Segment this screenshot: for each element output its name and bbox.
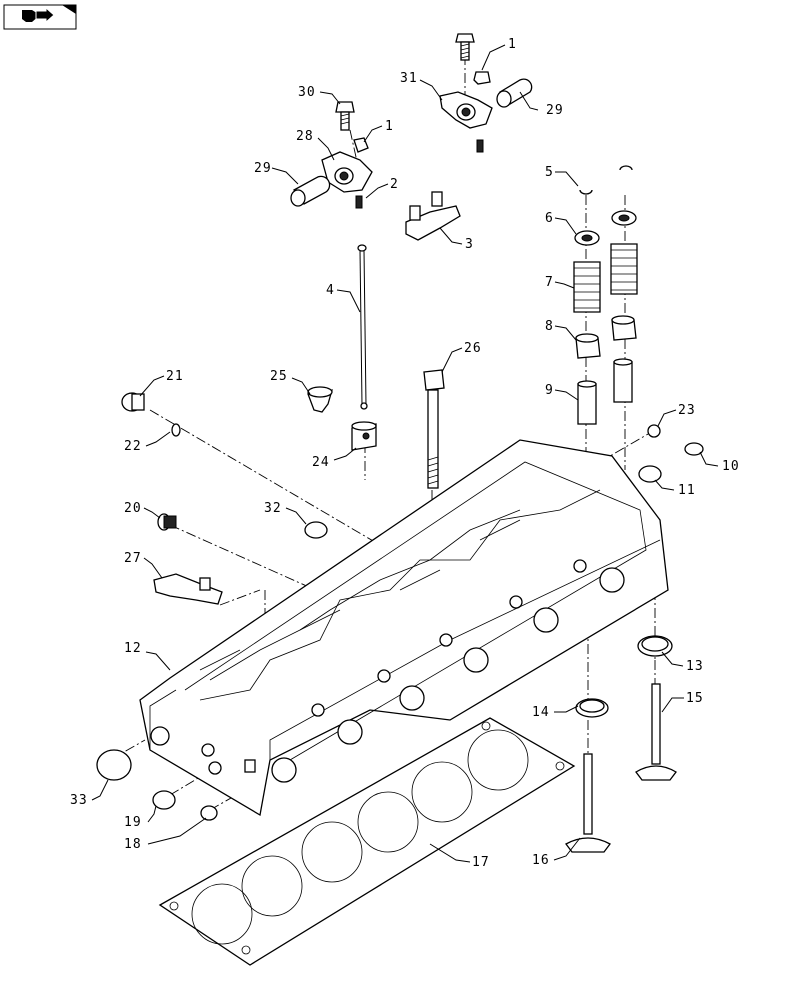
spring-retainers — [574, 210, 637, 246]
callout-29b: 29 — [254, 161, 272, 176]
callout-30: 30 — [298, 85, 316, 100]
head-gasket — [158, 717, 576, 966]
head-bolt — [423, 369, 445, 489]
next-arrow-icon — [22, 6, 55, 24]
callout-21: 21 — [166, 369, 184, 384]
callout-16: 16 — [532, 853, 550, 868]
valve-keepers — [579, 165, 633, 195]
callout-7: 7 — [545, 275, 554, 290]
plug-19 — [152, 790, 176, 810]
rocker-bolt-30 — [335, 101, 355, 131]
plug-11 — [638, 465, 662, 483]
valve-guides — [577, 358, 633, 425]
plug-25 — [307, 386, 333, 413]
callout-24: 24 — [312, 455, 330, 470]
bracket-27 — [153, 573, 223, 605]
plug-18 — [200, 805, 218, 821]
rocker-shaft-29-upper — [496, 78, 533, 108]
callout-12: 12 — [124, 641, 142, 656]
callout-20: 20 — [124, 501, 142, 516]
callout-1a: 1 — [508, 37, 517, 52]
callout-4: 4 — [326, 283, 335, 298]
valve-seat-14 — [575, 698, 609, 718]
callout-8: 8 — [545, 319, 554, 334]
callout-33: 33 — [70, 793, 88, 808]
plug-10 — [684, 442, 704, 456]
adjusting-nut-left — [353, 137, 369, 153]
callout-27: 27 — [124, 551, 142, 566]
callout-19: 19 — [124, 815, 142, 830]
callout-3: 3 — [465, 237, 474, 252]
callout-1b: 1 — [385, 119, 394, 134]
callout-5: 5 — [545, 165, 554, 180]
callout-23: 23 — [678, 403, 696, 418]
callout-2: 2 — [390, 177, 399, 192]
plug-21 — [121, 392, 145, 412]
callout-17: 17 — [472, 855, 490, 870]
plug-33 — [96, 749, 132, 781]
o-ring-23 — [647, 424, 661, 438]
callout-31: 31 — [400, 71, 418, 86]
plug-32 — [304, 521, 328, 539]
intake-valve — [565, 753, 611, 853]
callout-labels: 1 1 2 3 4 5 6 7 8 9 10 11 12 13 14 15 16… — [70, 37, 740, 870]
callout-15: 15 — [686, 691, 704, 706]
callout-13: 13 — [686, 659, 704, 674]
valve-springs — [573, 243, 638, 313]
callout-14: 14 — [532, 705, 550, 720]
rocker-arm-31 — [439, 91, 493, 153]
adjusting-nut — [473, 71, 491, 85]
o-ring-22 — [171, 423, 181, 437]
callout-9: 9 — [545, 383, 554, 398]
callout-10: 10 — [722, 459, 740, 474]
exhaust-valve — [635, 683, 677, 781]
callout-11: 11 — [678, 483, 696, 498]
tappet — [351, 421, 377, 451]
callout-28: 28 — [296, 129, 314, 144]
callout-32: 32 — [264, 501, 282, 516]
rocker-shaft-29-lower — [290, 175, 331, 207]
callout-25: 25 — [270, 369, 288, 384]
callout-29a: 29 — [546, 103, 564, 118]
valve-seat-13 — [637, 635, 673, 657]
cylinder-head — [139, 439, 669, 817]
callout-22: 22 — [124, 439, 142, 454]
next-page-button[interactable] — [3, 4, 77, 30]
callout-26: 26 — [464, 341, 482, 356]
plug-20 — [157, 513, 177, 531]
valve-bridge — [405, 191, 461, 241]
valve-stem-seals — [575, 315, 637, 359]
callout-18: 18 — [124, 837, 142, 852]
leader-lines — [91, 44, 719, 863]
callout-6: 6 — [545, 211, 554, 226]
rocker-bolt-top — [455, 33, 475, 61]
push-rod — [357, 244, 368, 410]
rocker-arm-28 — [321, 151, 373, 209]
